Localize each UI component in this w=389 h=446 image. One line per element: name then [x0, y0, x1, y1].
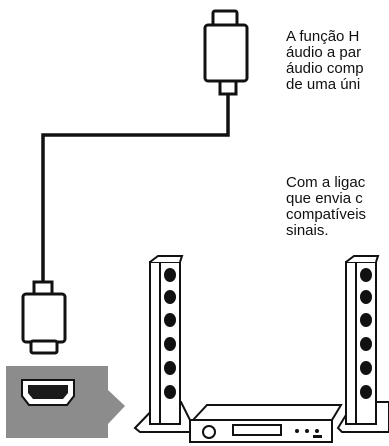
bottom-hdmi-plug-icon [21, 280, 67, 355]
right-speaker-icon [336, 255, 389, 433]
top-hdmi-plug-icon [203, 9, 249, 96]
av-receiver-icon [189, 404, 343, 443]
description-paragraph: A função H áudio a par áudio comp de uma… [286, 28, 364, 93]
connection-paragraph: Com a ligac que envia c compatíveis sina… [286, 174, 367, 239]
tv-hdmi-port-icon [6, 366, 125, 438]
left-speaker-icon [133, 255, 196, 433]
hdmi-cable [41, 94, 230, 283]
